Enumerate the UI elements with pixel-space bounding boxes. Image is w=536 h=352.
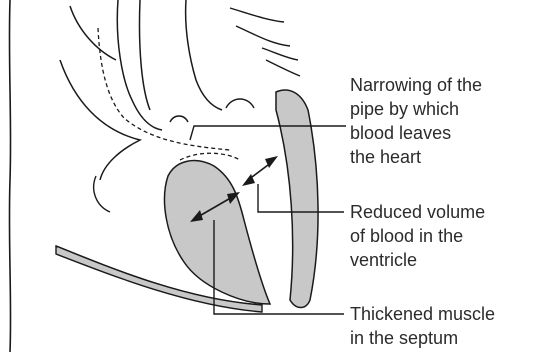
label-thickened-muscle: Thickened muscle in the septum — [350, 304, 495, 348]
body-outline — [9, 0, 10, 352]
label-reduced-volume-line-1: Reduced volume — [350, 202, 485, 222]
leader-narrowing — [190, 126, 346, 140]
label-narrowing-line-1: Narrowing of the — [350, 75, 482, 95]
label-reduced-volume-line-3: ventricle — [350, 250, 417, 270]
inner-curve — [180, 153, 240, 160]
branch-vessel-3 — [262, 48, 298, 60]
atrium-lower-curve — [94, 176, 110, 212]
vessel-pulmonary-left — [70, 6, 116, 60]
label-narrowing-line-3: blood leaves — [350, 123, 451, 143]
label-reduced-volume-line-2: of blood in the — [350, 226, 463, 246]
atrium-outline — [60, 60, 140, 180]
outer-wall-right — [276, 90, 318, 307]
valve-bump-1 — [226, 99, 254, 108]
label-thickened-muscle-line-2: in the septum — [350, 328, 458, 348]
chamber-width-arrow — [242, 156, 278, 186]
vessel-aorta-right — [186, 0, 222, 110]
vessel-pulmonary-inner — [139, 0, 150, 110]
label-thickened-muscle-line-1: Thickened muscle — [350, 304, 495, 324]
branch-vessel-4 — [266, 60, 300, 76]
label-reduced-volume: Reduced volume of blood in the ventricle — [350, 202, 485, 270]
label-narrowing-line-4: the heart — [350, 147, 421, 167]
branch-vessel-1 — [230, 8, 284, 22]
branch-vessel-2 — [236, 26, 290, 46]
label-narrowing: Narrowing of the pipe by which blood lea… — [350, 75, 482, 167]
label-narrowing-line-2: pipe by which — [350, 99, 459, 119]
valve-bump-2 — [170, 116, 188, 122]
